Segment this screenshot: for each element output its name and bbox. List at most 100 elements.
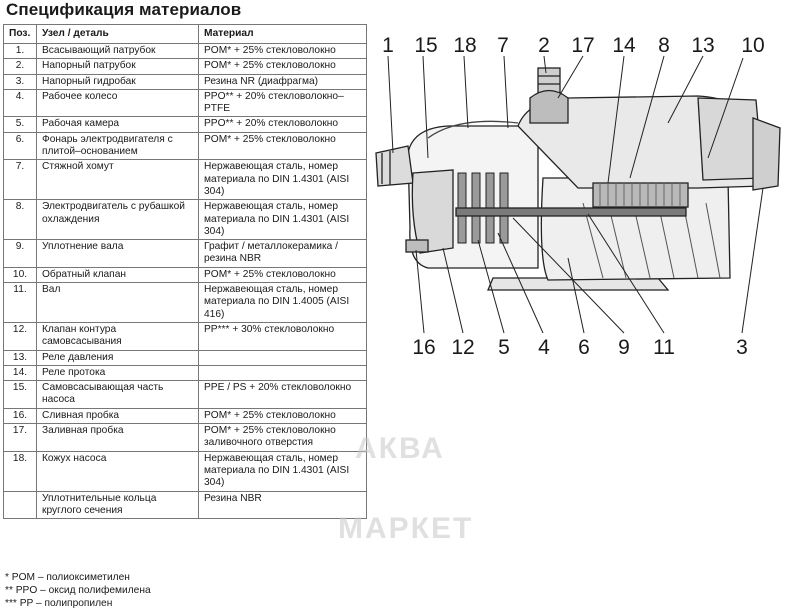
callout-number: 16 — [412, 336, 435, 359]
row-part: Уплотнение вала — [36, 239, 199, 268]
row-material: POM* + 25% стекловолокно — [198, 407, 367, 425]
row-pos: 14. — [3, 364, 37, 382]
row-pos: 4. — [3, 88, 37, 118]
row-pos: 1. — [3, 42, 37, 60]
row-part: Фонарь электродвигателя с плитой–основан… — [36, 131, 199, 161]
row-pos: 5. — [3, 116, 37, 133]
callout-number: 12 — [451, 336, 474, 359]
header-material: Материал — [198, 24, 367, 44]
row-material — [198, 349, 367, 366]
table-row: 14.Реле протока — [3, 364, 367, 382]
watermark-text: АКВА — [355, 432, 445, 465]
callout-number: 11 — [653, 336, 675, 359]
row-material: PP*** + 30% стекловолокно — [198, 321, 367, 351]
table-row: 6.Фонарь электродвигателя с плитой–основ… — [3, 131, 367, 161]
row-pos: 7. — [3, 159, 37, 201]
row-material: POM* + 25% стекловолокно — [198, 58, 367, 75]
callout-number: 3 — [736, 336, 748, 359]
row-part: Самовсасывающая часть насоса — [36, 380, 199, 409]
row-material: POM* + 25% стекловолокно — [198, 266, 367, 284]
header-pos: Поз. — [3, 24, 37, 44]
footnote: * POM – полиоксиметилен — [5, 572, 130, 583]
row-part: Уплотнительные кольца круглого сечения — [36, 490, 199, 520]
row-pos: 17. — [3, 423, 37, 452]
row-part: Кожух насоса — [36, 450, 199, 492]
footnote: ** PPO – оксид полифемилена — [5, 585, 151, 596]
row-part: Напорный патрубок — [36, 58, 199, 75]
callout-number: 15 — [414, 34, 437, 57]
page-title: Спецификация материалов — [6, 0, 242, 19]
table-header-row: Поз. Узел / деталь Материал — [3, 24, 367, 44]
row-material — [198, 364, 367, 382]
row-part: Заливная пробка — [36, 423, 199, 452]
row-pos — [3, 490, 37, 520]
row-pos: 16. — [3, 407, 37, 425]
callout-number: 17 — [571, 34, 594, 57]
callout-number: 5 — [498, 336, 510, 359]
row-material: Нержавеющая сталь, номер материала по DI… — [198, 199, 367, 241]
callout-number: 4 — [538, 336, 550, 359]
row-pos: 13. — [3, 349, 37, 366]
callout-number: 14 — [612, 34, 636, 57]
row-material: PPE / PS + 20% стекловолокно — [198, 380, 367, 409]
callout-number: 9 — [618, 336, 630, 359]
row-material: Резина NR (диафрагма) — [198, 73, 367, 90]
row-material: PPO** + 20% стекловолокно — [198, 116, 367, 133]
row-part: Клапан контура самовсасывания — [36, 321, 199, 351]
row-part: Рабочее колесо — [36, 88, 199, 118]
row-pos: 11. — [3, 282, 37, 323]
callout-number: 1 — [382, 34, 394, 57]
row-part: Реле давления — [36, 349, 199, 366]
watermark-text: МАРКЕТ — [338, 512, 474, 545]
row-pos: 15. — [3, 380, 37, 409]
row-part: Рабочая камера — [36, 116, 199, 133]
row-pos: 3. — [3, 73, 37, 90]
row-material: Резина NBR — [198, 490, 367, 520]
callout-labels: 1 15 18 7 2 17 14 8 13 10 16 12 5 4 6 9 11 3 — [382, 34, 765, 359]
row-pos: 10. — [3, 266, 37, 284]
row-material: POM* + 25% стекловолокно заливочного отв… — [198, 423, 367, 452]
row-part: Вал — [36, 282, 199, 323]
row-material: Графит / металлокерамика / резина NBR — [198, 239, 367, 268]
row-material: POM* + 25% стекловолокно — [198, 131, 367, 161]
row-part: Сливная пробка — [36, 407, 199, 425]
callout-number: 13 — [691, 34, 714, 57]
footnotes: * POM – полиоксиметилен ** PPO – оксид п… — [5, 571, 151, 610]
callout-number: 18 — [453, 34, 476, 57]
row-pos: 18. — [3, 450, 37, 492]
row-part: Реле протока — [36, 364, 199, 382]
row-part: Электродвигатель с рубашкой охлаждения — [36, 199, 199, 241]
callout-number: 6 — [578, 336, 590, 359]
footnote: *** PP – полипропилен — [5, 598, 113, 609]
callout-number: 2 — [538, 34, 550, 57]
table-row: 13.Реле давления — [3, 349, 367, 366]
callout-number: 7 — [497, 34, 509, 57]
row-pos: 8. — [3, 199, 37, 241]
callout-number: 8 — [658, 34, 670, 57]
row-material: PPO** + 20% стекловолокно–PTFE — [198, 88, 367, 118]
row-part: Всасывающий патрубок — [36, 42, 199, 60]
header-part: Узел / деталь — [36, 24, 199, 44]
row-material: Нержавеющая сталь, номер материала по DI… — [198, 282, 367, 323]
row-material: Нержавеющая сталь, номер материала по DI… — [198, 159, 367, 201]
callout-number: 10 — [741, 34, 764, 57]
pump-cross-section-diagram: 1 15 18 7 2 17 14 8 13 10 16 12 5 4 6 9 11 3 — [375, 34, 781, 359]
row-part: Стяжной хомут — [36, 159, 199, 201]
table-row: 8.Электродвигатель с рубашкой охлаждения… — [3, 199, 367, 241]
row-material: Нержавеющая сталь, номер материала по DI… — [198, 450, 367, 492]
row-part: Напорный гидробак — [36, 73, 199, 90]
row-pos: 9. — [3, 239, 37, 268]
